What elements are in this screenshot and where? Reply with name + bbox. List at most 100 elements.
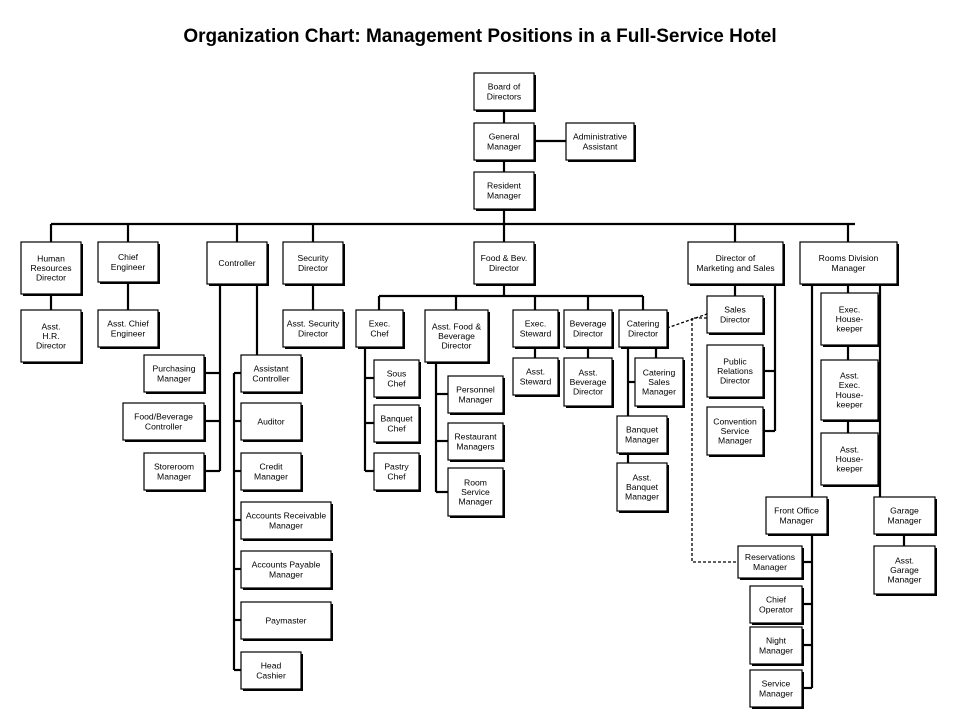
node-box [616,415,668,454]
node-label-line: Manager [832,263,866,273]
node-label-line: Manager [269,520,303,530]
node-exec-housekeeper: Exec.House-keeper [820,292,880,347]
node-label-line: Service [721,426,750,436]
node-label-line: House- [836,314,864,324]
node-label-line: Manager [459,394,493,404]
node-label-line: Rooms Division [819,253,879,263]
node-exec-chef: Exec.Chef [355,309,405,349]
node-label-line: Exec. [839,304,861,314]
node-label-line: Sales [724,305,746,315]
node-label-line: Directors [487,91,521,101]
node-box [373,359,420,398]
node-box [706,406,764,456]
node-label-line: Service [461,487,490,497]
node-label-line: Manager [718,436,752,446]
node-label-line: Controller [252,373,289,383]
node-label-line: Manager [759,688,793,698]
node-label-line: Manager [642,387,676,397]
node-label-line: Public [723,356,747,366]
node-box [447,422,504,461]
node-label-line: Manager [254,471,288,481]
node-box [563,357,613,407]
node-box [206,241,268,285]
node-box [749,626,803,665]
node-label-line: Asst. [840,444,859,454]
node-box [565,122,635,161]
node-box [820,432,879,486]
node-box [97,309,159,348]
node-label-line: Manager [625,492,659,502]
node-label-line: Resources [30,263,71,273]
node-label-line: Exec. [839,380,861,390]
node-label-line: Operator [759,604,793,614]
dotted-link-sales-reservations [691,317,738,563]
node-label-line: Asst. [632,472,651,482]
node-label-line: Accounts Receivable [246,511,326,521]
node-label-line: Paymaster [265,616,306,626]
node-box [618,309,668,348]
node-label-line: Manager [759,645,793,655]
node-label-line: Asst. [41,321,60,331]
node-asst-steward: Asst.Steward [512,357,560,397]
node-label-line: Asst. [840,371,859,381]
node-label-line: Resident [487,181,522,191]
node-asst-exec-housekeeper: Asst.Exec.House-keeper [820,359,880,422]
node-label-line: Steward [520,328,552,338]
node-asst-hr: Asst.H.R.Director [20,309,83,364]
node-label-line: Food & Bev. [481,253,528,263]
node-exec-steward: Exec.Steward [512,309,560,349]
node-box [634,357,684,407]
node-box [512,309,559,348]
node-box [424,309,489,363]
node-label-line: Asst. [578,367,597,377]
node-label-line: Director [573,328,603,338]
node-box [240,354,302,393]
node-box [240,501,332,540]
node-label-line: Front Office [774,506,819,516]
node-label-line: Managers [456,441,494,451]
node-label-line: Director [720,376,750,386]
node-box [737,545,803,579]
node-box [355,309,404,348]
node-label-line: Assistant [583,141,618,151]
node-label-line: Credit [260,462,284,472]
node-label-line: Banquet [626,425,659,435]
node-label-line: Manager [487,141,521,151]
node-box [563,309,613,348]
node-box [706,295,764,334]
node-label-line: Pastry [384,462,409,472]
node-label-line: Director [298,328,328,338]
node-box [20,241,82,295]
node-label-line: Auditor [257,417,284,427]
node-label-line: Chef [387,471,406,481]
node-label-line: Asst. [526,367,545,377]
node-box [749,585,803,624]
node-box [240,601,332,640]
node-asst-housekeeper: Asst.House-keeper [820,432,880,487]
node-label-line: Purchasing [153,364,196,374]
node-label-line: Engineer [111,262,146,272]
node-label-line: Room [464,477,487,487]
node-label-line: Beverage [438,331,475,341]
node-label-line: House- [836,390,864,400]
node-label-line: Convention [713,416,757,426]
